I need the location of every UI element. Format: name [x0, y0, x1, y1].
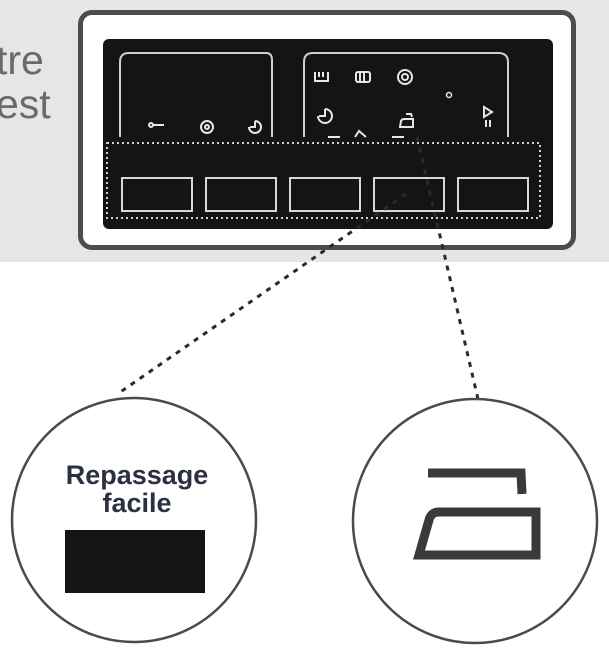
- spin-icon: [397, 69, 413, 85]
- callout-left: Repassage facile: [10, 396, 258, 644]
- panel-button-2[interactable]: [205, 177, 277, 212]
- button-row: [121, 177, 529, 212]
- spin-icon: [200, 120, 214, 134]
- indicator-dot: [445, 91, 453, 99]
- leader-line-right: [415, 136, 480, 400]
- panel-button-4[interactable]: [373, 177, 445, 212]
- timer-icon: [317, 108, 333, 124]
- panel-button-3[interactable]: [289, 177, 361, 212]
- button-label-line-2: facile: [102, 488, 171, 518]
- easy-iron-button[interactable]: [65, 530, 205, 593]
- display-window-right: [303, 52, 509, 137]
- timer-icon: [248, 120, 262, 134]
- button-row-frame: [106, 142, 541, 219]
- button-label-line-1: Repassage: [66, 460, 209, 490]
- panel-marks: [328, 129, 404, 138]
- panel-button-5[interactable]: [457, 177, 529, 212]
- iron-icon: [398, 113, 414, 128]
- start-pause-icon: [483, 105, 494, 127]
- leader-line-left: [118, 192, 407, 395]
- iron-icon: [413, 468, 541, 560]
- control-panel: [103, 39, 553, 229]
- panel-button-1[interactable]: [121, 177, 193, 212]
- key-icon: [148, 122, 164, 128]
- caption-line-2: est: [0, 81, 51, 127]
- callout-right: [351, 397, 599, 645]
- display-window-left: [119, 52, 273, 137]
- caption-line-1: tre: [0, 37, 44, 83]
- hand-wash-icon: [314, 72, 329, 82]
- wool-icon: [355, 71, 371, 83]
